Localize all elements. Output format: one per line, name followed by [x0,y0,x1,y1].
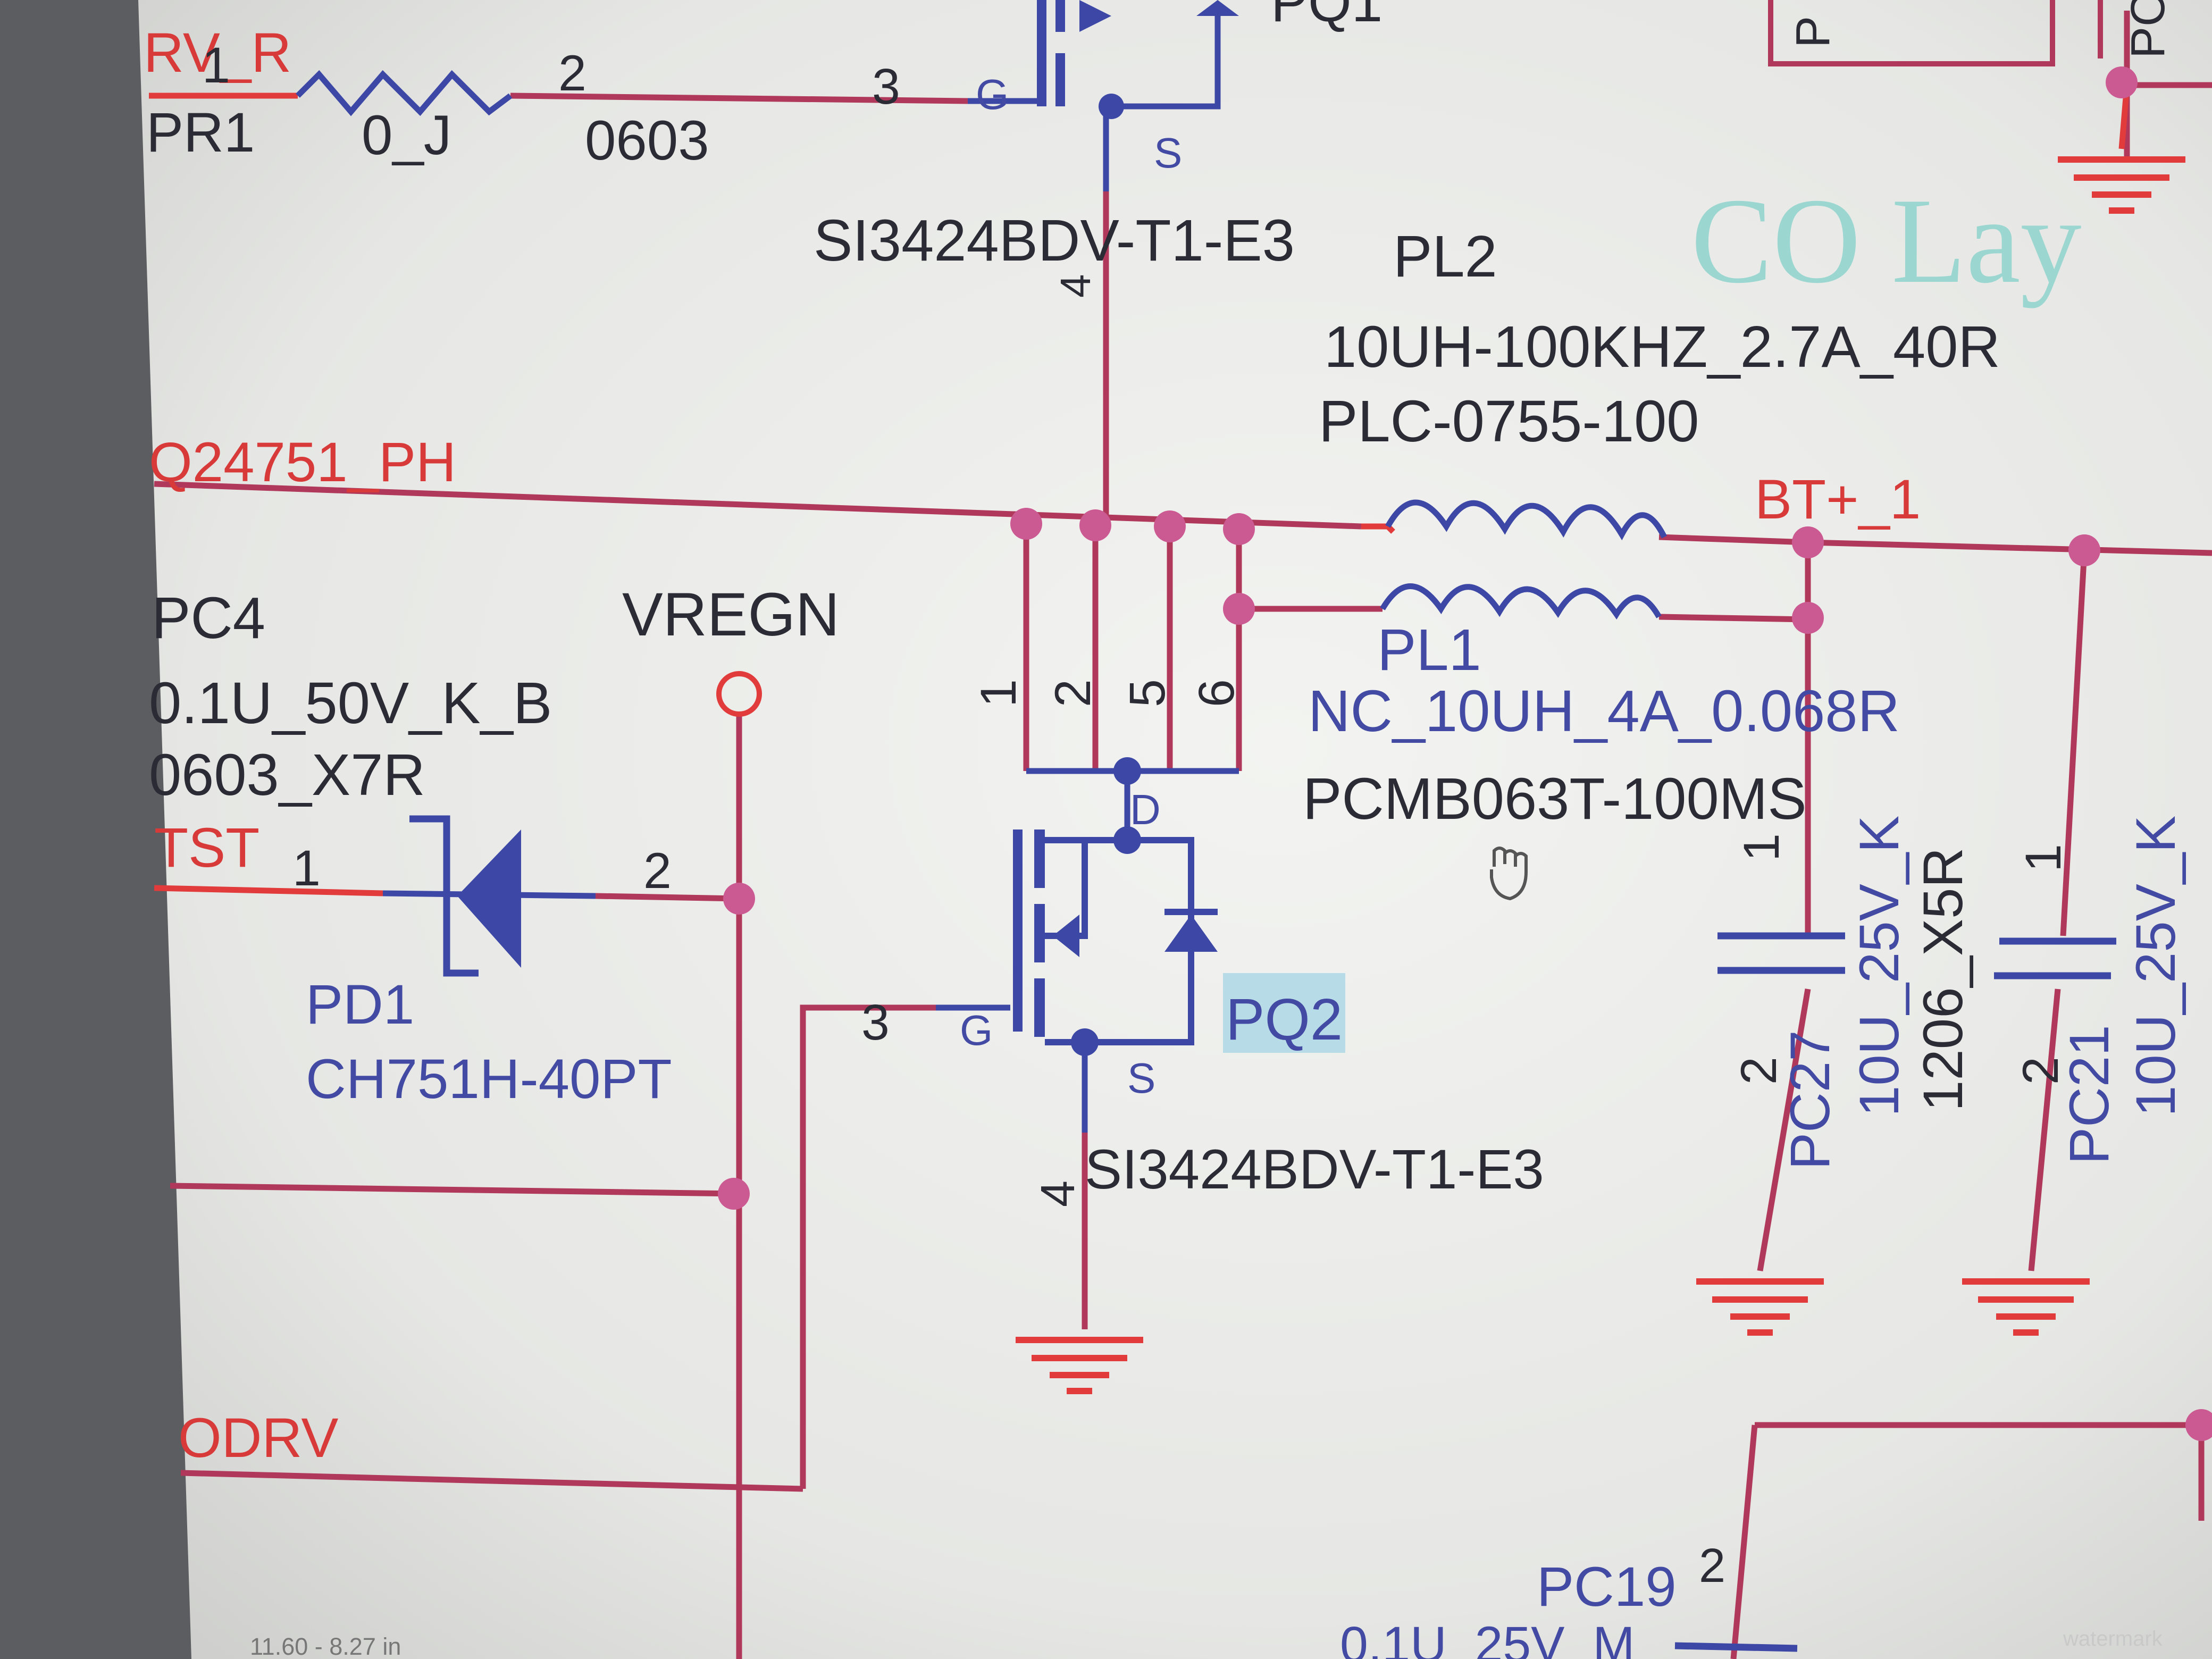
pl2-ref: PL2 [1393,224,1497,289]
pc27-ref: PC27 [1779,1030,1841,1170]
pc4-footprint: 0603_X7R [149,742,425,808]
pc19-value: 0.1U_25V_M [1340,1616,1635,1659]
mosfet-pq1 [1037,0,1239,119]
net-label-tst: TST [154,817,259,879]
pq1-s: S [1154,129,1182,177]
pq2-source-pin: 4 [1032,1180,1085,1207]
pq2-pin-1: 1 [970,679,1027,707]
pr1-pin1: 1 [202,37,230,94]
net-label-vregn: VREGN [622,581,840,649]
layer-overlay-text: CO Lay [1691,173,2082,308]
selection-highlight [1223,973,1345,1053]
mosfet-pq2 [1013,757,1218,1056]
net-label-lodrv: ODRV [178,1407,338,1469]
pc21-pin2: 2 [2013,1057,2069,1085]
pd1-part: CH751H-40PT [306,1048,672,1110]
top-right-boxes [1768,0,2103,66]
pc19-pin2: 2 [1699,1539,1725,1593]
pc27-pin2: 2 [1731,1057,1787,1085]
pq1-gate-pin: 3 [872,58,900,115]
net-label-bt: BT+_1 [1755,468,1921,531]
pq1-ref: PQ1 [1271,0,1382,33]
pc27-footprint: 1206_X5R [1912,848,1974,1111]
watermark-text: watermark [2063,1627,2163,1650]
pq2-part: SI3424BDV-T1-E3 [1085,1138,1544,1201]
pr1-value: 0_J [362,104,451,166]
pc27-value: 10U_25V_K [1848,816,1911,1117]
pl1-part: PCMB063T-100MS [1303,766,1807,832]
vregn-port [716,671,762,717]
pq1-source-pin: 4 [1052,274,1099,298]
capacitor-pc27 [1717,932,1845,974]
diode-pd1 [409,815,521,977]
pq2-pin-5: 5 [1119,679,1176,707]
screen-area [138,0,2212,1659]
hand-cursor-icon [1490,847,1528,901]
pq2-pin-6: 6 [1188,679,1245,707]
pc21-pin1: 1 [2015,844,2072,872]
pd1-pin1: 1 [292,840,321,896]
net-label-phase: Q24751_PH [149,431,456,493]
pr1-ref: PR1 [146,102,255,164]
junction-dots [718,66,2212,1441]
pc4-ref: PC4 [152,585,265,651]
pq1-g: G [976,71,1009,118]
pr1-footprint: 0603 [585,110,709,172]
pd1-ref: PD1 [306,974,414,1036]
pl1-value: NC_10UH_4A_0.068R [1308,678,1900,744]
top-right-label-p: P [1787,16,1840,48]
pl2-value: 10UH-100KHZ_2.7A_40R [1324,314,2000,380]
pq2-ref: PQ2 [1226,987,1343,1052]
pc21-value: 10U_25V_K [2125,816,2187,1117]
pq2-g: G [960,1007,993,1054]
pd1-pin2: 2 [643,843,672,899]
pr1-pin2: 2 [558,45,586,102]
capacitor-pc19 [1674,1642,1798,1652]
net-label-rv-r: RV_R [144,22,291,84]
pq2-d: D [1130,786,1161,833]
capacitor-pc21 [1994,937,2116,979]
pq1-part: SI3424BDV-T1-E3 [814,208,1295,273]
inductor-pl1 [1380,583,1662,620]
pl2-part: PLC-0755-100 [1319,389,1699,454]
pc19-ref: PC19 [1537,1556,1677,1618]
pl1-ref: PL1 [1377,617,1481,683]
pq2-gate-pin: 3 [861,994,890,1051]
pq2-s: S [1127,1054,1155,1102]
inductor-pl2 [1385,499,1667,541]
status-dimensions: 11.60 - 8.27 in [250,1633,401,1659]
pc4-value: 0.1U_50V_K_B [149,671,552,736]
resistor-pr1 [296,70,513,116]
pc21-ref: PC21 [2058,1025,2121,1164]
top-right-label-pc: PC [2122,0,2175,58]
pq2-pin-2: 2 [1045,679,1101,707]
pc27-pin1: 1 [1733,833,1790,861]
